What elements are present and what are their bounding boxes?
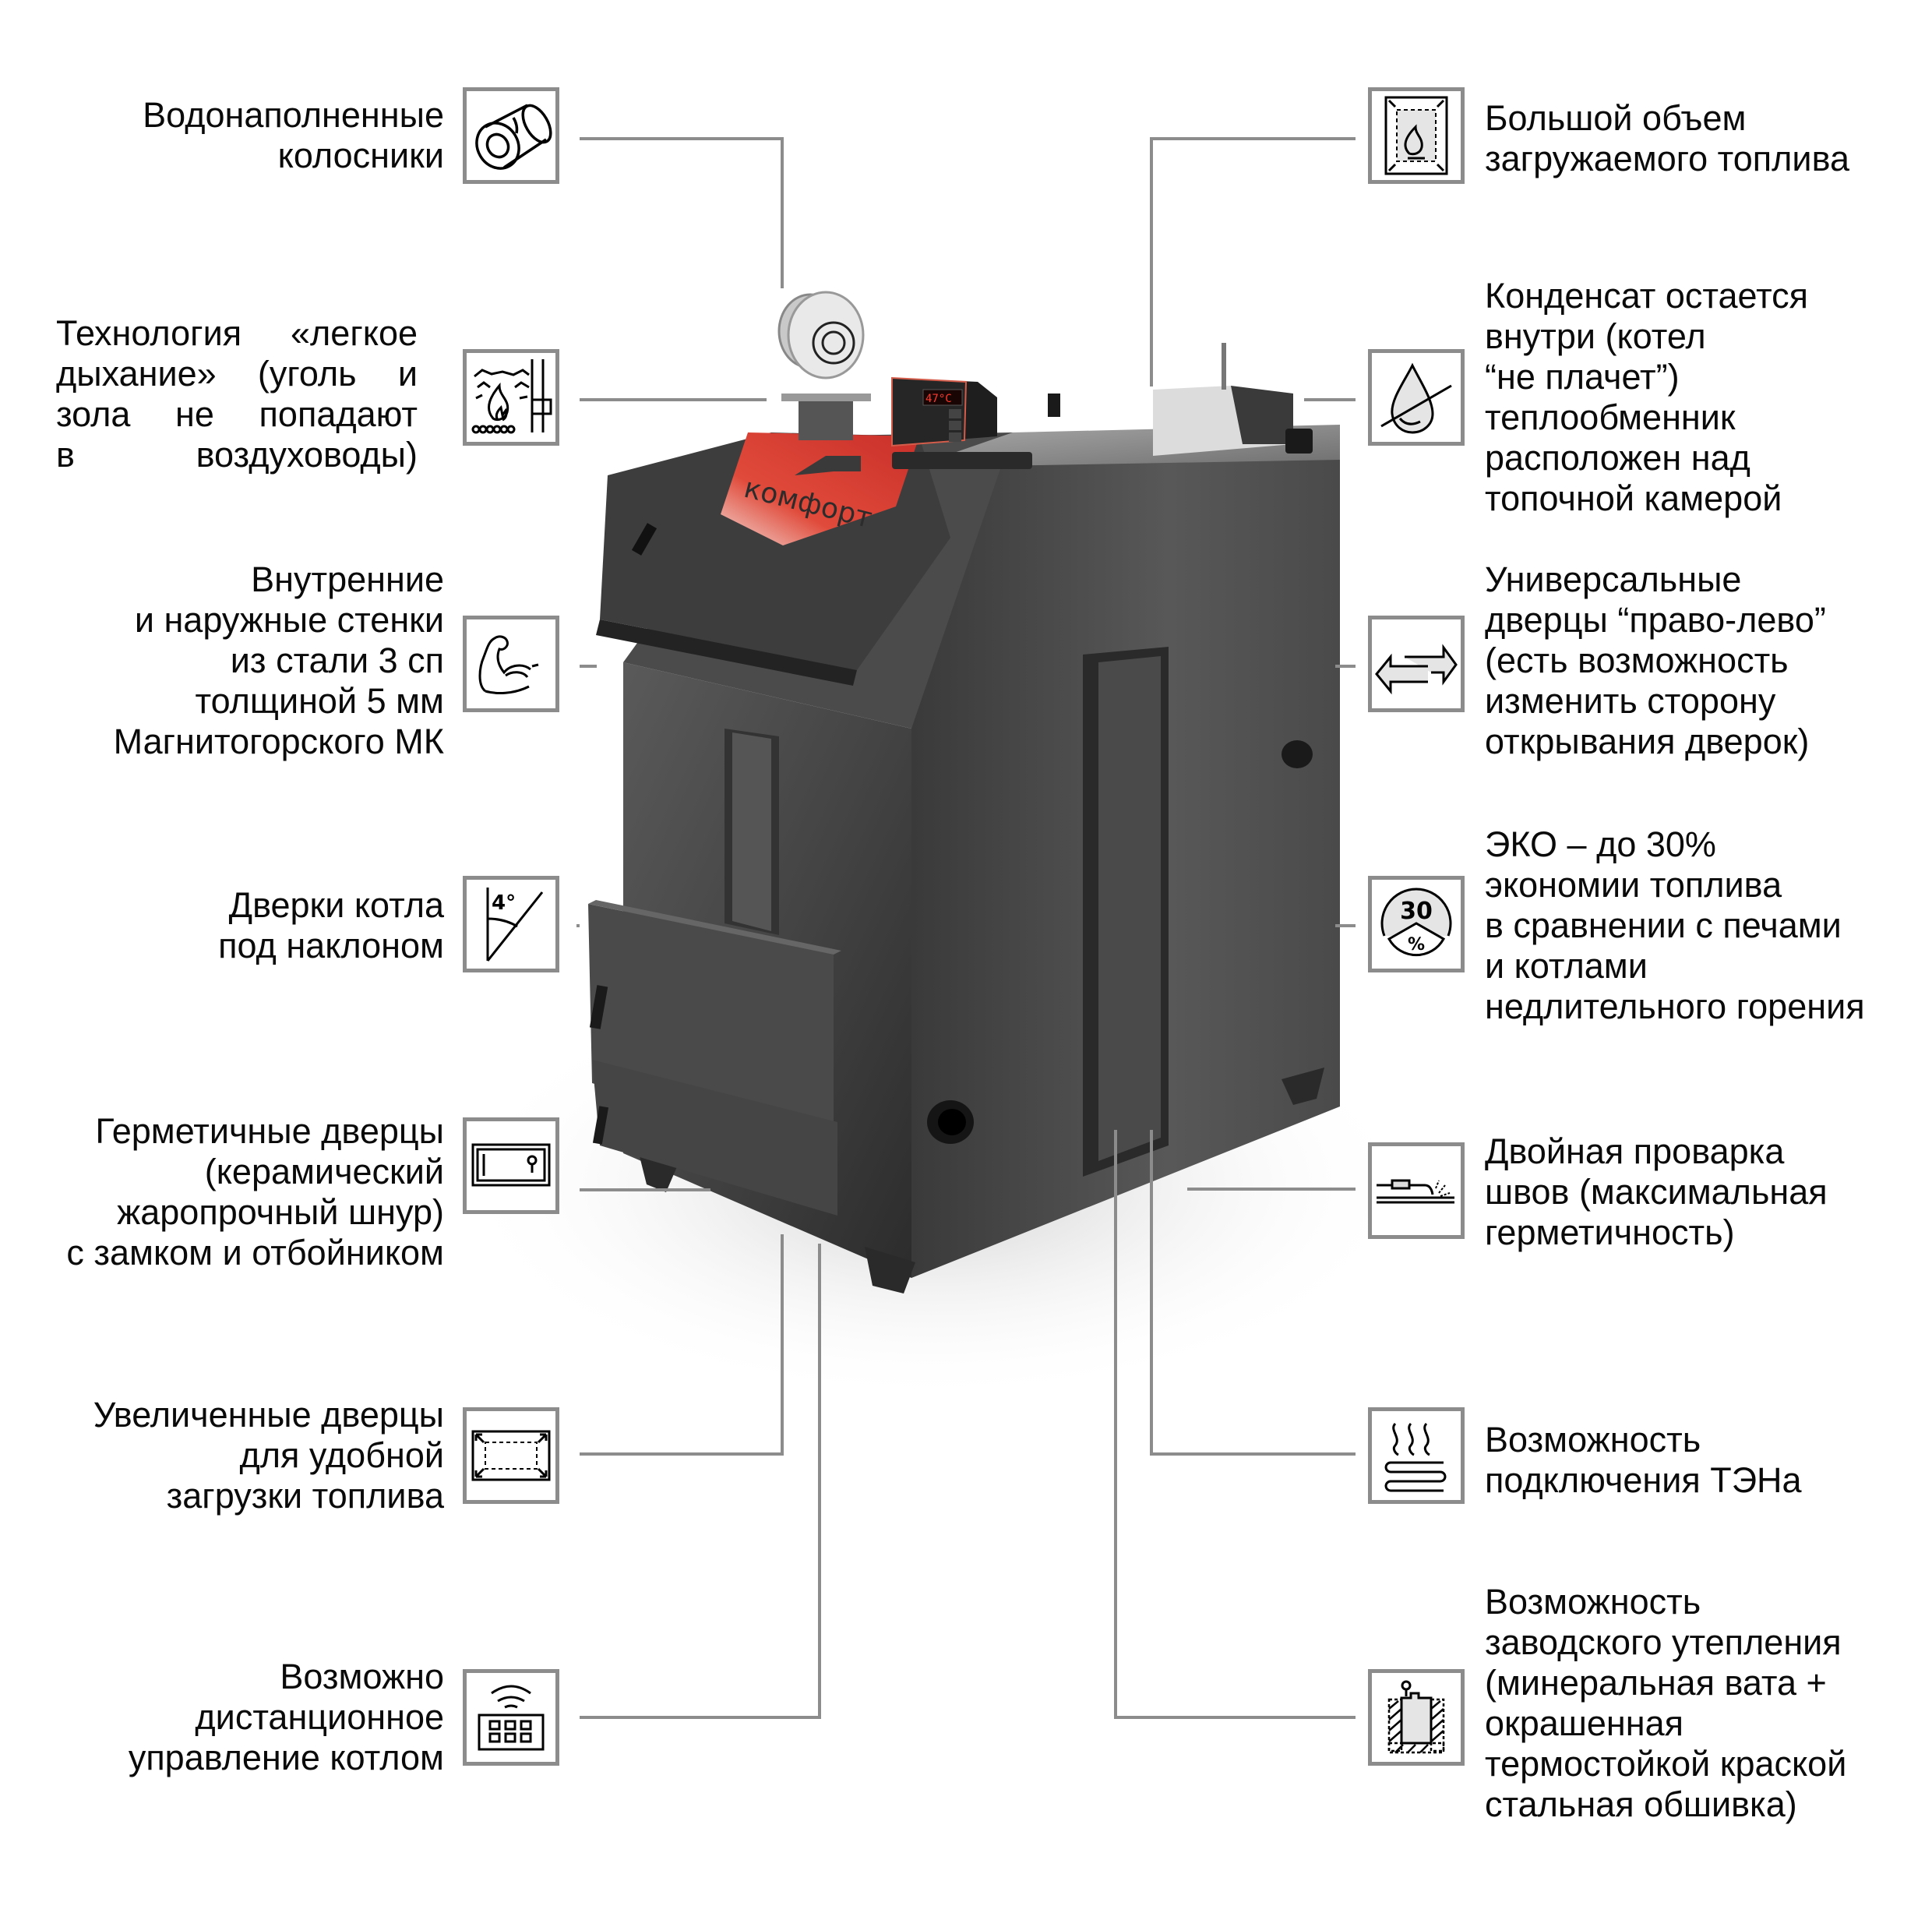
boiler-front-panel (623, 662, 911, 1278)
double-weld-icon (1368, 1142, 1465, 1239)
middle-door-handle (589, 985, 608, 1029)
connector-line (580, 1716, 821, 1719)
floor-shadow (452, 966, 1418, 1403)
eco-badge-number: 30 (1400, 898, 1433, 925)
remote-control-icon (463, 1669, 559, 1766)
connector-line (580, 1188, 710, 1191)
ash-door-handle (592, 1106, 609, 1145)
controller-plus-button (949, 409, 961, 418)
heating-element-icon (1368, 1407, 1465, 1504)
connector-line (1187, 1188, 1356, 1191)
controller-display: 47°C (925, 393, 952, 405)
blower-fan (777, 291, 871, 440)
connector-line (1114, 1130, 1117, 1719)
feature-text: Внутренние и наружные стенки из стали 3 … (113, 559, 444, 761)
connector-line (580, 137, 784, 140)
upper-door-handle (631, 523, 658, 556)
angle-icon: 4° (463, 876, 559, 972)
strong-arm-icon (463, 616, 559, 712)
leg (1282, 1068, 1324, 1105)
bottom-pipe (927, 1100, 974, 1144)
no-drip-icon (1368, 349, 1465, 446)
feature-text: Возможно дистанционное управление котлом (128, 1657, 444, 1777)
feature-text: Конденсат остается внутри (котел “не пла… (1485, 276, 1809, 518)
ash-door (592, 1060, 837, 1216)
connector-line (580, 665, 597, 668)
connector-line (1150, 1452, 1356, 1456)
connector-line (1335, 665, 1356, 668)
angle-label: 4° (492, 891, 516, 915)
feature-text: Возможность подключения ТЭНа (1485, 1420, 1802, 1500)
enlarged-door-icon (463, 1407, 559, 1504)
middle-door (588, 904, 834, 1153)
boiler-top (911, 425, 1340, 468)
brand-plate (721, 432, 919, 545)
large-fuel-volume-icon (1368, 87, 1465, 184)
side-rib (1083, 647, 1169, 1177)
connector-line (1335, 924, 1356, 927)
connector-line (580, 1452, 784, 1456)
connector-line (1114, 1716, 1356, 1719)
swap-arrows-icon (1368, 616, 1465, 712)
brand-logo-text: комфорт (741, 472, 876, 535)
eco-badge-unit: % (1408, 935, 1425, 955)
feature-text: Технология «легкое дыхание» (уголь и зол… (56, 313, 418, 475)
feature-text: Двойная проварка швов (максимальная герм… (1485, 1131, 1828, 1252)
connector-line (580, 398, 767, 401)
controller-minus-button (949, 421, 961, 430)
leg (865, 1247, 915, 1294)
feature-text: Водонаполненные колосники (143, 95, 444, 175)
side-pipe (1282, 740, 1313, 768)
flue-box (1048, 343, 1313, 456)
eco-percent-icon: 30% (1368, 876, 1465, 972)
insulation-icon (1368, 1669, 1465, 1766)
sealed-door-lock-icon (463, 1117, 559, 1214)
connector-line (576, 924, 580, 927)
feature-text: Возможность заводского утепления (минера… (1485, 1582, 1847, 1824)
upper-door (600, 432, 950, 670)
air-flow-fire-icon (463, 349, 559, 446)
feature-text: Большой объем загружаемого топлива (1485, 98, 1849, 178)
connector-line (1150, 137, 1153, 386)
connector-line (1151, 137, 1356, 140)
connector-line (1150, 1130, 1153, 1456)
boiler-side-panel (911, 456, 1340, 1278)
feature-text: Увеличенные дверцы для удобной загрузки … (93, 1395, 444, 1516)
connector-line (781, 1234, 784, 1456)
leg (639, 1153, 678, 1192)
controller-unit: 47°C (891, 376, 1032, 469)
feature-text: Дверки котла под наклоном (218, 885, 444, 965)
connector-line (781, 137, 784, 288)
boiler-slope-panel (623, 432, 1013, 729)
connector-line (818, 1244, 821, 1719)
feature-text: Универсальные дверцы “право-лево” (есть … (1485, 559, 1826, 761)
grate-pipe-icon (463, 87, 559, 184)
connector-line (1304, 398, 1356, 401)
feature-text: ЭКО – до 30% экономии топлива в сравнени… (1485, 824, 1865, 1026)
front-rib (724, 729, 779, 935)
brand-logo-house-icon (795, 456, 861, 475)
controller-f-button (949, 432, 961, 442)
feature-text: Герметичные дверцы (керамический жаропро… (66, 1111, 444, 1272)
